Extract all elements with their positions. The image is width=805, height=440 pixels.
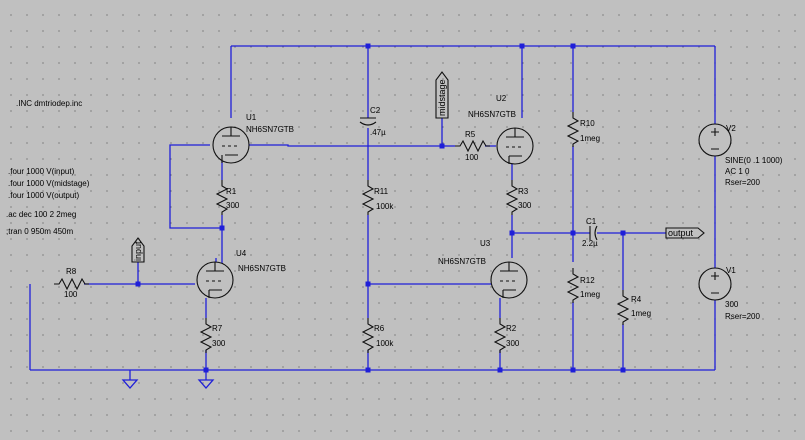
tube-u3[interactable]: [490, 261, 528, 299]
resistor-r7-ref: R7: [212, 324, 223, 333]
resistor-r10-ref: R10: [580, 119, 595, 128]
resistor-r8[interactable]: [54, 277, 89, 291]
tube-u2-model: NH6SN7GTB: [468, 110, 516, 119]
resistor-r8-ref: R8: [66, 267, 77, 276]
resistor-r2[interactable]: [493, 318, 507, 353]
tube-u2[interactable]: [496, 127, 534, 165]
resistor-r7[interactable]: [199, 318, 213, 353]
resistor-r3-value: 300: [518, 201, 532, 210]
resistor-r3-ref: R3: [518, 187, 529, 196]
source-v2-ref: V2: [726, 124, 736, 133]
directive-four-output: .four 1000 V(output): [8, 191, 79, 200]
ground-symbol: [197, 379, 215, 389]
resistor-r10[interactable]: [566, 112, 580, 147]
spice-directives: .INC dmtriodep.inc .four 1000 V(input) .…: [6, 99, 90, 236]
directive-four-input: .four 1000 V(input): [8, 167, 75, 176]
capacitor-c2-value: .47µ: [370, 128, 386, 137]
resistor-r7-value: 300: [212, 339, 226, 348]
resistor-r1[interactable]: [215, 180, 229, 215]
resistor-r10-value: 1meg: [580, 134, 600, 143]
net-label-output: output: [668, 228, 694, 238]
source-v1-value: 300: [725, 300, 739, 309]
resistor-r2-ref: R2: [506, 324, 517, 333]
resistor-r5[interactable]: [455, 139, 490, 153]
tube-u1-ref: U1: [246, 113, 257, 122]
resistor-r12-ref: R12: [580, 276, 595, 285]
voltage-source-v2[interactable]: [698, 123, 732, 157]
tube-u1[interactable]: [212, 126, 250, 164]
resistor-r3[interactable]: [505, 180, 519, 215]
net-label-input: input: [133, 241, 143, 261]
resistor-r12-value: 1meg: [580, 290, 600, 299]
resistor-r4-ref: R4: [631, 295, 642, 304]
directive-four-midstage: .four 1000 V(midstage): [8, 179, 90, 188]
resistor-r5-ref: R5: [465, 130, 476, 139]
wires: [29, 45, 716, 380]
resistor-r12[interactable]: [566, 268, 580, 303]
resistor-r8-value: 100: [64, 290, 78, 299]
resistor-r4[interactable]: [616, 290, 630, 325]
tube-u1-model: NH6SN7GTB: [246, 125, 294, 134]
directive-ac: .ac dec 100 2 2meg: [6, 210, 76, 219]
resistor-r5-value: 100: [465, 153, 479, 162]
capacitor-c1-value: 2.2µ: [582, 239, 598, 248]
ground-symbol: [121, 370, 139, 389]
resistor-r4-value: 1meg: [631, 309, 651, 318]
directive-include: .INC dmtriodep.inc: [16, 99, 82, 108]
net-flag-input[interactable]: input: [131, 237, 145, 263]
resistor-r1-ref: R1: [226, 187, 237, 196]
resistor-r6-value: 100k: [376, 339, 394, 348]
net-flag-midstage[interactable]: midstage: [435, 71, 449, 119]
net-flag-output[interactable]: output: [665, 227, 705, 239]
tube-u4[interactable]: [196, 261, 234, 299]
resistor-r11[interactable]: [361, 180, 375, 215]
net-label-midstage: midstage: [437, 79, 447, 116]
source-v2-rser: Rser=200: [725, 178, 760, 187]
voltage-source-v1[interactable]: [698, 267, 732, 301]
component-labels: U1 NH6SN7GTB U2 NH6SN7GTB U3 NH6SN7GTB U…: [64, 94, 783, 348]
capacitor-c1[interactable]: [589, 225, 598, 241]
resistor-r1-value: 300: [226, 201, 240, 210]
source-v2-ac: AC 1 0: [725, 167, 750, 176]
capacitor-c2-ref: C2: [370, 106, 381, 115]
capacitor-c2[interactable]: [359, 117, 377, 126]
directive-tran: ;tran 0 950m 450m: [6, 227, 73, 236]
tube-u2-ref: U2: [496, 94, 507, 103]
resistor-r11-value: 100k: [376, 202, 394, 211]
tube-u4-ref: U4: [236, 249, 247, 258]
resistor-r6[interactable]: [361, 318, 375, 353]
source-v1-rser: Rser=200: [725, 312, 760, 321]
resistor-r11-ref: R11: [374, 187, 389, 196]
junctions: [135, 43, 626, 373]
resistor-r2-value: 300: [506, 339, 520, 348]
tube-u3-model: NH6SN7GTB: [438, 257, 486, 266]
tube-u3-ref: U3: [480, 239, 491, 248]
resistor-r6-ref: R6: [374, 324, 385, 333]
source-v1-ref: V1: [726, 266, 736, 275]
tube-u4-model: NH6SN7GTB: [238, 264, 286, 273]
source-v2-value: SINE(0 .1 1000): [725, 156, 783, 165]
capacitor-c1-ref: C1: [586, 217, 597, 226]
